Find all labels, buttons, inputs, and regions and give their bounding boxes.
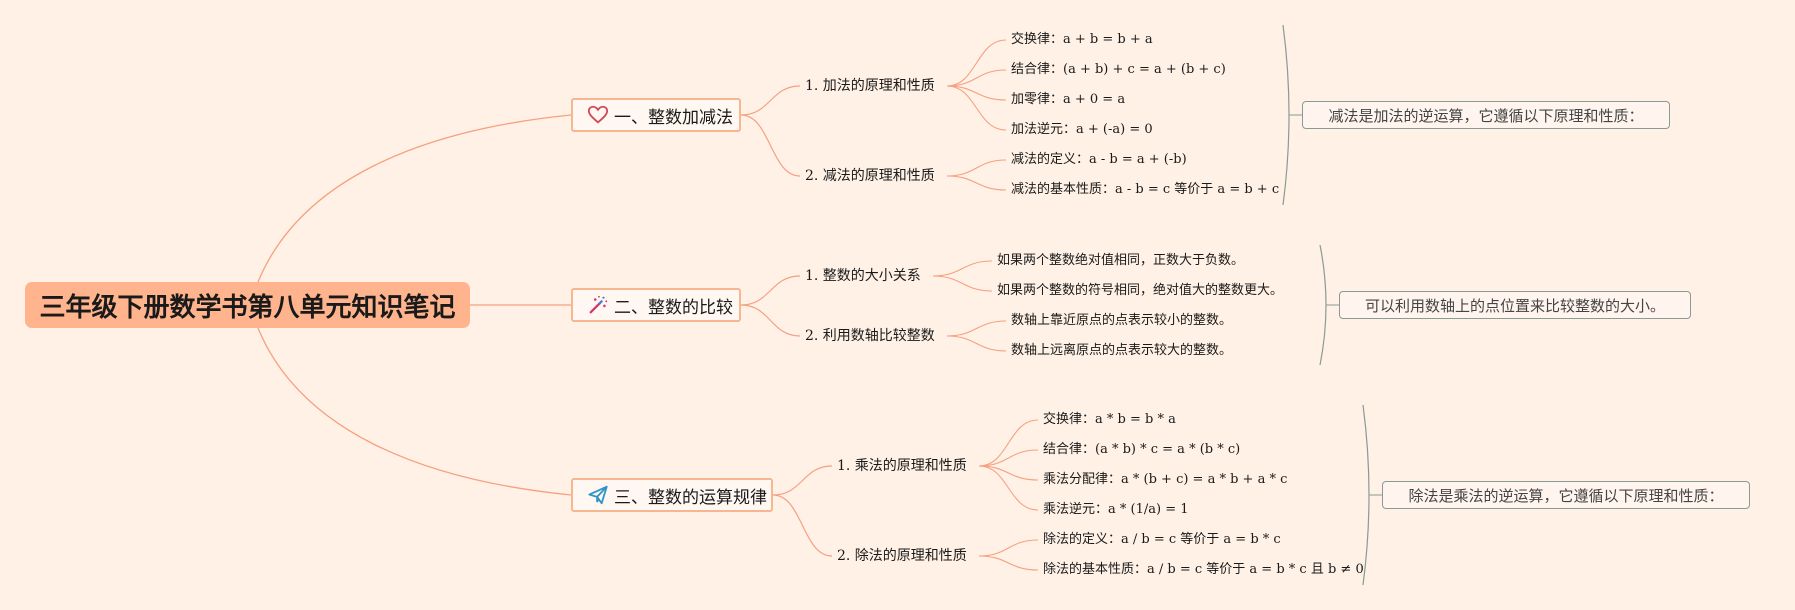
leaf-1-1-2[interactable]: 结合律：(a + b) + c = a + (b + c) bbox=[1011, 62, 1226, 77]
leaf-2-2-1[interactable]: 数轴上靠近原点的点表示较小的整数。 bbox=[1011, 313, 1233, 328]
connector-sub-3-2-leaf-1 bbox=[978, 539, 1039, 557]
leaf-3-1-3[interactable]: 乘法分配律：a * (b + c) = a * b + a * c bbox=[1043, 472, 1288, 487]
paper-plane-icon bbox=[588, 485, 608, 505]
connector-sub-2-1-leaf-2 bbox=[932, 275, 993, 292]
connector-sub-3-1-leaf-3 bbox=[978, 465, 1039, 481]
summary-3-label: 除法是乘法的逆运算，它遵循以下原理和性质： bbox=[1408, 486, 1724, 505]
branch-topic-1[interactable]: 一、整数加减法 bbox=[571, 98, 741, 132]
subtopic-1-1-label: 1. 加法的原理和性质 bbox=[805, 78, 935, 94]
branch-topic-2[interactable]: 二、整数的比较 bbox=[571, 288, 741, 322]
branch-topic-1-label: 一、整数加减法 bbox=[614, 107, 733, 128]
connector-sub-2-1-leaf-1 bbox=[932, 260, 993, 277]
summary-brace-3 bbox=[1362, 404, 1370, 586]
connector-sub-3-2-leaf-2 bbox=[978, 555, 1039, 571]
connector-sub-3-1-leaf-2 bbox=[978, 449, 1039, 467]
subtopic-2-1-label: 1. 整数的大小关系 bbox=[805, 268, 921, 284]
connector-sub-3-1-leaf-4 bbox=[978, 465, 1039, 511]
connector-branch-3-sub-1 bbox=[772, 465, 833, 496]
leaf-3-1-4[interactable]: 乘法逆元：a * (1/a) = 1 bbox=[1043, 502, 1189, 517]
connector-sub-1-1-leaf-3 bbox=[946, 85, 1007, 101]
connector-sub-2-2-leaf-1 bbox=[946, 320, 1007, 337]
summary-1[interactable]: 减法是加法的逆运算，它遵循以下原理和性质： bbox=[1302, 101, 1670, 129]
leaf-3-1-1[interactable]: 交换律：a * b = b * a bbox=[1043, 412, 1176, 427]
subtopic-3-2[interactable]: 2. 除法的原理和性质 bbox=[837, 547, 967, 565]
subtopic-1-2-label: 2. 减法的原理和性质 bbox=[805, 168, 935, 184]
leaf-3-2-1[interactable]: 除法的定义：a / b = c 等价于 a = b * c bbox=[1043, 532, 1281, 547]
leaf-1-1-4[interactable]: 加法逆元：a + (-a) = 0 bbox=[1011, 122, 1153, 137]
summary-brace-2 bbox=[1319, 244, 1327, 366]
subtopic-1-2[interactable]: 2. 减法的原理和性质 bbox=[805, 167, 935, 185]
subtopic-3-1[interactable]: 1. 乘法的原理和性质 bbox=[837, 457, 967, 475]
root-topic-label: 三年级下册数学书第八单元知识笔记 bbox=[39, 292, 456, 323]
connector-branch-2-sub-2 bbox=[740, 304, 801, 337]
branch-topic-3-label: 三、整数的运算规律 bbox=[614, 487, 767, 508]
heart-icon bbox=[587, 105, 609, 124]
connector-sub-1-2-leaf-2 bbox=[946, 175, 1007, 191]
subtopic-3-2-label: 2. 除法的原理和性质 bbox=[837, 548, 967, 564]
leaf-1-1-3[interactable]: 加零律：a + 0 = a bbox=[1011, 92, 1126, 107]
root-topic[interactable]: 三年级下册数学书第八单元知识笔记 bbox=[25, 282, 470, 328]
branch-topic-2-label: 二、整数的比较 bbox=[614, 297, 733, 318]
magic-wand-icon bbox=[589, 295, 608, 314]
connector-sub-1-1-leaf-4 bbox=[946, 85, 1007, 131]
subtopic-3-1-label: 1. 乘法的原理和性质 bbox=[837, 458, 967, 474]
subtopic-2-2[interactable]: 2. 利用数轴比较整数 bbox=[805, 327, 935, 345]
leaf-3-2-2[interactable]: 除法的基本性质：a / b = c 等价于 a = b * c 且 b ≠ 0 bbox=[1043, 562, 1364, 577]
connector-branch-2-sub-1 bbox=[740, 275, 801, 306]
connector-branch-1-sub-1 bbox=[740, 85, 801, 116]
subtopic-2-2-label: 2. 利用数轴比较整数 bbox=[805, 328, 935, 344]
subtopic-1-1[interactable]: 1. 加法的原理和性质 bbox=[805, 77, 935, 95]
connector-sub-2-2-leaf-2 bbox=[946, 335, 1007, 352]
summary-1-label: 减法是加法的逆运算，它遵循以下原理和性质： bbox=[1328, 106, 1644, 125]
connector-sub-1-1-leaf-1 bbox=[946, 39, 1007, 87]
connector-root-branch-1 bbox=[257, 114, 572, 283]
leaf-2-2-2[interactable]: 数轴上远离原点的点表示较大的整数。 bbox=[1011, 343, 1233, 358]
connector-sub-1-1-leaf-2 bbox=[946, 69, 1007, 87]
leaf-1-2-2[interactable]: 减法的基本性质：a - b = c 等价于 a = b + c bbox=[1011, 182, 1280, 197]
subtopic-2-1[interactable]: 1. 整数的大小关系 bbox=[805, 267, 921, 285]
summary-2[interactable]: 可以利用数轴上的点位置来比较整数的大小。 bbox=[1339, 291, 1691, 319]
leaf-2-1-1[interactable]: 如果两个整数绝对值相同，正数大于负数。 bbox=[997, 253, 1245, 268]
connector-sub-1-2-leaf-1 bbox=[946, 159, 1007, 177]
leaf-2-1-2[interactable]: 如果两个整数的符号相同，绝对值大的整数更大。 bbox=[997, 283, 1284, 298]
connector-sub-3-1-leaf-1 bbox=[978, 419, 1039, 467]
summary-3[interactable]: 除法是乘法的逆运算，它遵循以下原理和性质： bbox=[1382, 481, 1750, 509]
connector-branch-3-sub-2 bbox=[772, 494, 833, 557]
summary-2-label: 可以利用数轴上的点位置来比较整数的大小。 bbox=[1364, 296, 1665, 315]
branch-topic-3[interactable]: 三、整数的运算规律 bbox=[571, 478, 773, 512]
leaf-3-1-2[interactable]: 结合律：(a * b) * c = a * (b * c) bbox=[1043, 442, 1241, 457]
summary-brace-1 bbox=[1282, 24, 1290, 206]
connector-root-branch-3 bbox=[257, 327, 572, 496]
leaf-1-1-1[interactable]: 交换律：a + b = b + a bbox=[1011, 32, 1153, 47]
leaf-1-2-1[interactable]: 减法的定义：a - b = a + (-b) bbox=[1011, 152, 1187, 167]
connector-branch-1-sub-2 bbox=[740, 114, 801, 177]
